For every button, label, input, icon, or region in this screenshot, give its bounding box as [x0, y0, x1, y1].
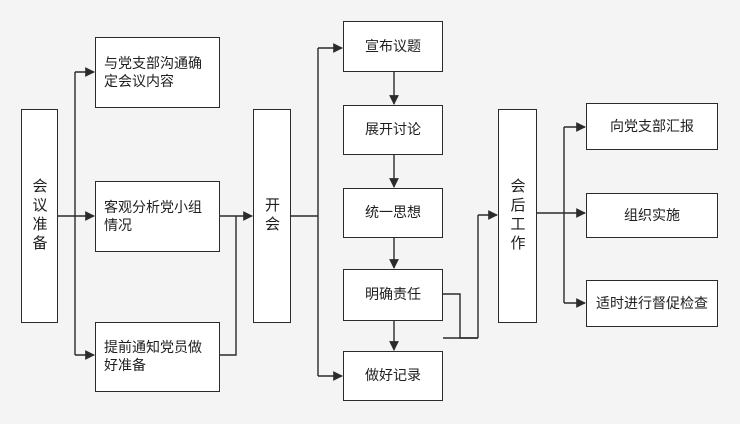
node-label: 开会 [263, 197, 281, 235]
node-label: 向党支部汇报 [610, 118, 694, 135]
node-hold-meeting: 开会 [253, 109, 291, 323]
node-label: 统一思想 [365, 205, 421, 221]
node-label: 宣布议题 [365, 38, 421, 55]
node-analyze-group: 客观分析党小组情况 [95, 181, 220, 252]
node-label: 适时进行督促检查 [596, 295, 708, 312]
node-unify-thinking: 统一思想 [343, 188, 443, 238]
node-clarify-duty: 明确责任 [343, 269, 443, 321]
node-label: 客观分析党小组情况 [104, 199, 202, 234]
node-report: 向党支部汇报 [586, 103, 718, 150]
node-record: 做好记录 [343, 351, 443, 401]
node-label: 组织实施 [624, 207, 680, 224]
node-confirm-content: 与党支部沟通确定会议内容 [95, 37, 220, 108]
node-label: 明确责任 [365, 287, 421, 303]
node-label: 会议准备 [30, 178, 49, 254]
node-discussion: 展开讨论 [343, 105, 443, 155]
node-label: 提前通知党员做好准备 [104, 340, 202, 374]
node-announce-topic: 宣布议题 [343, 21, 443, 72]
node-meeting-prep: 会议准备 [21, 109, 58, 323]
node-notify-members: 提前通知党员做好准备 [95, 322, 220, 392]
node-label: 会后工作 [508, 178, 527, 254]
node-implement: 组织实施 [586, 193, 718, 238]
node-label: 做好记录 [365, 368, 421, 384]
node-supervise: 适时进行督促检查 [586, 280, 718, 327]
node-label: 与党支部沟通确定会议内容 [104, 55, 202, 90]
node-label: 展开讨论 [365, 122, 421, 138]
node-post-meeting: 会后工作 [498, 109, 537, 323]
